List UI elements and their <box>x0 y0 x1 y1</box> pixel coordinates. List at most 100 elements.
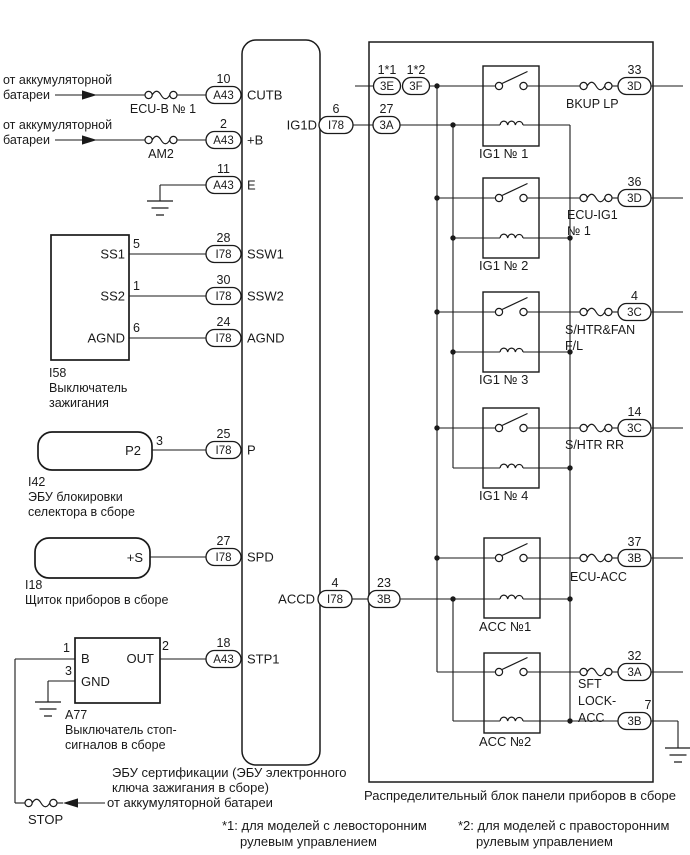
ecu-pin-label: SSW1 <box>247 247 284 262</box>
relay-coil-icon <box>499 594 524 600</box>
ground-a77-icon <box>35 701 61 717</box>
component-pin-label: B <box>81 651 90 666</box>
pin-number: 1*2 <box>407 63 426 77</box>
component-id: I42 <box>28 475 45 489</box>
component-desc: Выключатель <box>49 381 127 395</box>
connector-oval: A43 <box>213 90 233 102</box>
pin-number: 1*1 <box>378 63 397 77</box>
connector-oval: 3C <box>627 423 642 435</box>
ecu-pin-label: E <box>247 178 256 193</box>
component-pin-label: +S <box>127 550 144 565</box>
relay-name: IG1 № 4 <box>479 488 528 503</box>
connector-oval: 3F <box>409 81 422 93</box>
component-pin-label: GND <box>81 674 110 689</box>
component-desc: Щиток приборов в сборе <box>25 593 168 607</box>
center-wires <box>352 85 374 600</box>
pin-number: 32 <box>628 649 642 663</box>
component-desc: сигналов в сборе <box>65 738 166 752</box>
pin-number: 3 <box>65 664 72 678</box>
component-pin-label: SS1 <box>100 247 125 262</box>
battery-arrow-1-icon <box>82 90 97 100</box>
relay-ig1-3: IG1 № 3 <box>479 291 540 387</box>
connector-oval: I78 <box>216 333 232 345</box>
connector-oval: 3A <box>379 120 393 132</box>
component-pin-label: OUT <box>127 651 155 666</box>
pin-number: 27 <box>217 534 231 548</box>
pin-number: 11 <box>217 162 230 176</box>
junction-dots <box>434 83 573 724</box>
fuse-bkup-lp-icon <box>579 81 613 91</box>
ecu-pin-label: +B <box>247 133 263 148</box>
fuse-label: SFT <box>578 677 602 691</box>
component-desc: зажигания <box>49 396 109 410</box>
fuse-shtr-fan-icon <box>579 307 613 317</box>
connector-oval: 3A <box>627 667 641 679</box>
fuse-label: BKUP LP <box>566 97 619 111</box>
pin-number: 36 <box>628 175 642 189</box>
output-fuses <box>579 81 613 677</box>
pin-number: 23 <box>377 576 391 590</box>
component-i58-box <box>50 234 130 361</box>
component-id: I18 <box>25 578 42 592</box>
junction-internal-wires <box>400 85 683 748</box>
battery-feed1-line1: от аккумуляторной <box>3 73 112 87</box>
component-i42-box <box>37 431 153 471</box>
pin-number: 18 <box>217 636 231 650</box>
component-id: I58 <box>49 366 66 380</box>
ecu-left-pin-numbers: 10 2 11 28 30 24 25 27 18 <box>217 72 231 650</box>
connector-oval: A43 <box>213 654 233 666</box>
bottom-battery-label: от аккумуляторной батареи <box>107 795 273 810</box>
relay-name: IG1 № 2 <box>479 258 528 273</box>
fuse-label: ACC <box>578 711 604 725</box>
pin-number: 5 <box>133 237 140 251</box>
pin-number: 30 <box>217 273 231 287</box>
connector-oval: I78 <box>216 445 232 457</box>
connector-oval: 3D <box>627 81 642 93</box>
fuse-ecu-acc-icon <box>579 553 613 563</box>
ground-e-icon <box>147 200 173 216</box>
fuse-label: S/HTR RR <box>565 438 624 452</box>
fuse-label: ECU-IG1 <box>567 208 618 222</box>
fuse-stop-icon <box>24 798 58 808</box>
fuse-shtr-rr-icon <box>579 423 613 433</box>
ecu-pin-label: STP1 <box>247 652 280 667</box>
fuse-ecu-b-label: ECU-B № 1 <box>130 102 196 116</box>
component-a77-box <box>74 637 161 704</box>
pin-number: 37 <box>628 535 642 549</box>
pin-number: 4 <box>332 576 339 590</box>
ecu-pin-label: P <box>247 443 256 458</box>
connector-oval: 3C <box>627 307 642 319</box>
relay-coil-icon <box>499 233 524 239</box>
pin-number: 1 <box>133 279 140 293</box>
relay-acc-1: ACC №1 <box>479 537 541 634</box>
connector-oval: A43 <box>213 135 233 147</box>
connector-oval: 3B <box>627 716 641 728</box>
junction-box <box>368 41 654 783</box>
connector-oval: I78 <box>216 552 232 564</box>
pin-number: 3 <box>156 434 163 448</box>
connector-oval: 3D <box>627 193 642 205</box>
connector-oval: 3E <box>380 81 394 93</box>
footnote-1-line1: *1: для моделей с левосторонним <box>222 818 427 833</box>
footnote-2-line1: *2: для моделей с правосторонним <box>458 818 670 833</box>
pin-number: 7 <box>645 698 652 712</box>
relay-coil-icon <box>499 463 524 469</box>
ecu-pin-label: AGND <box>247 331 285 346</box>
relay-coil-icon <box>499 347 524 353</box>
relay-ig1-4: IG1 № 4 <box>479 407 540 503</box>
ecu-label-line1: ЭБУ сертификации (ЭБУ электронного <box>112 765 347 780</box>
connector-oval-3e <box>372 76 402 96</box>
left-wires <box>14 94 206 804</box>
relay-coil-icon <box>499 120 524 126</box>
pin-number: 33 <box>628 63 642 77</box>
ecu-pin-label: ACCD <box>278 592 315 607</box>
relay-name: IG1 № 1 <box>479 146 528 161</box>
ecu-left-connectors: A43 A43 A43 I78 I78 I78 I78 I78 A43 <box>205 85 242 669</box>
pin-number: 1 <box>63 641 70 655</box>
fuse-ecu-b-icon <box>144 90 178 100</box>
pin-number: 28 <box>217 231 231 245</box>
connector-oval: I78 <box>327 594 343 606</box>
connector-oval: A43 <box>213 180 233 192</box>
fuse-label: LOCK- <box>578 694 616 708</box>
